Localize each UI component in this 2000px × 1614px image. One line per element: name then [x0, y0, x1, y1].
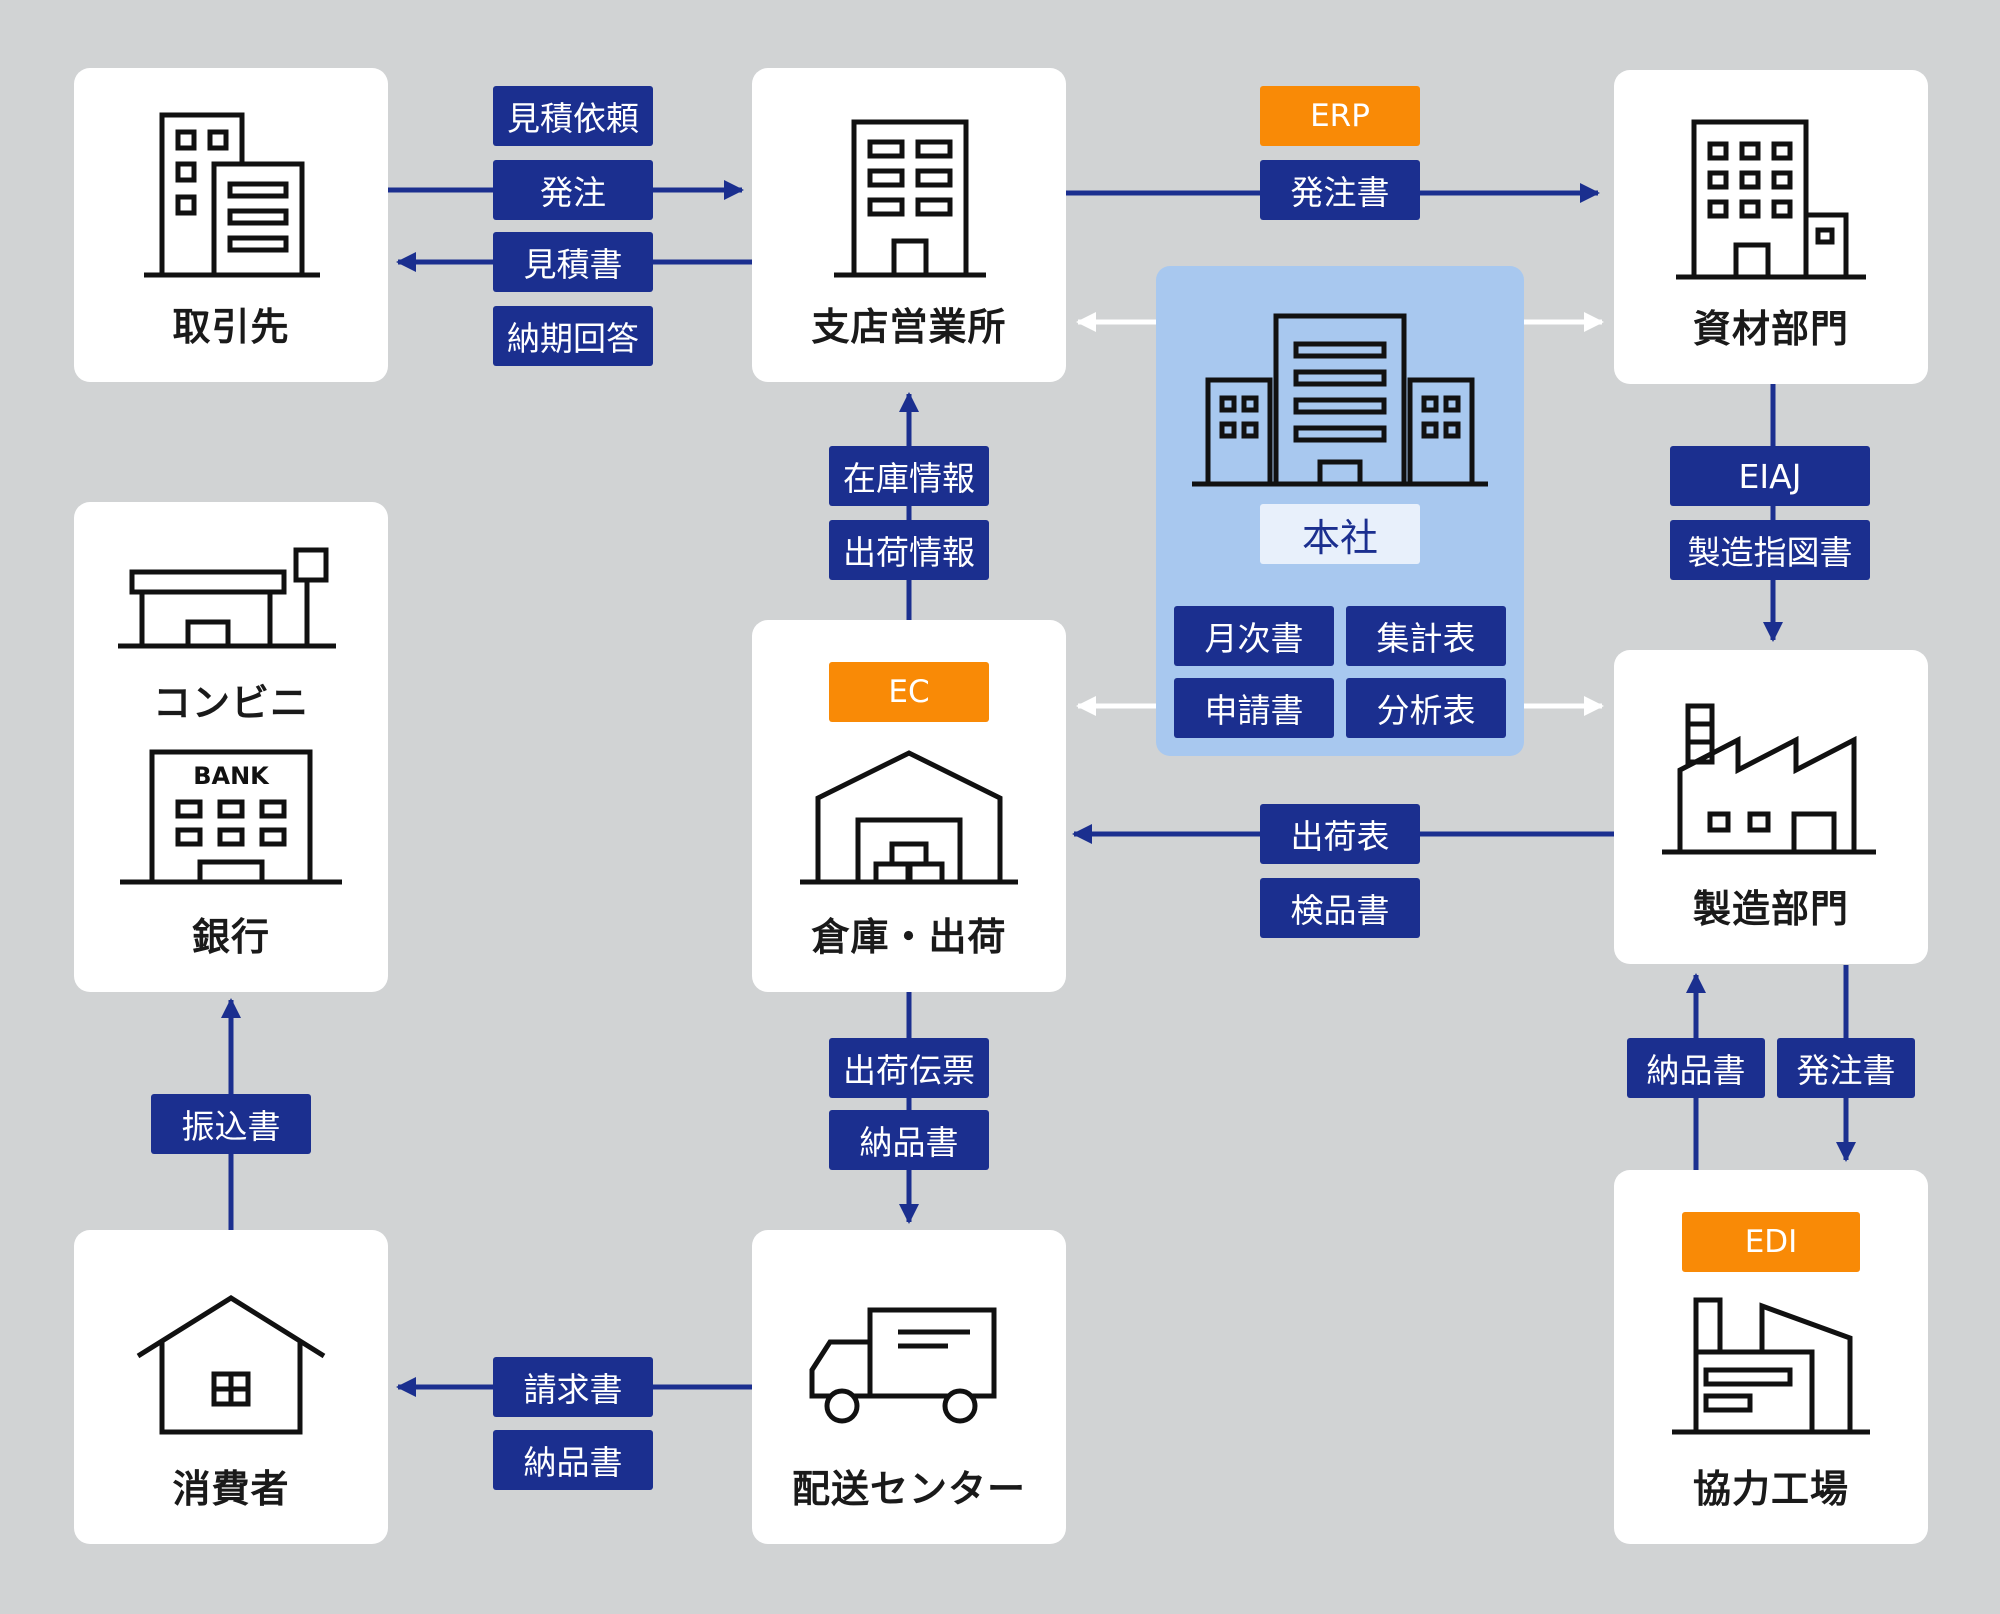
hq-doc-tag: 集計表 [1346, 606, 1506, 666]
flow-tag: 出荷情報 [829, 520, 989, 580]
delivery-truck-icon [809, 1307, 997, 1424]
system-tag-erp: ERP [1260, 86, 1420, 146]
node-label: 協力工場 [1692, 1467, 1849, 1511]
warehouse-icon [800, 750, 1018, 885]
house-icon [136, 1295, 326, 1435]
node-customer: 取引先 [74, 68, 388, 382]
office-building-icon [834, 119, 986, 278]
node-label: 支店営業所 [811, 305, 1007, 349]
node-label: 資材部門 [1692, 307, 1849, 351]
flow-tag: 発注書 [1260, 160, 1420, 220]
node-label: 配送センター [791, 1467, 1026, 1511]
node-label: 消費者 [172, 1467, 290, 1511]
factory-icon [1662, 703, 1876, 855]
flow-tag: 製造指図書 [1670, 520, 1870, 580]
flow-tag: 出荷表 [1260, 804, 1420, 864]
node-label: 製造部門 [1692, 887, 1849, 931]
flow-tag: 検品書 [1260, 878, 1420, 938]
bank-sign: BANK [193, 762, 269, 790]
flow-tag: 納品書 [1627, 1038, 1765, 1098]
hq-doc-tag: 分析表 [1346, 678, 1506, 738]
node-label: 倉庫・出荷 [811, 915, 1007, 959]
system-tag-ec: EC [829, 662, 989, 722]
node-convenience-bank: コンビニ BANK 銀行 [74, 502, 388, 992]
flow-tag: 見積書 [493, 232, 653, 292]
office-buildings-icon [144, 112, 320, 278]
hq-doc-tag: 申請書 [1174, 678, 1334, 738]
flow-tag: 請求書 [493, 1357, 653, 1417]
flow-tag: EIAJ [1670, 446, 1870, 506]
bank-building-icon [120, 749, 342, 885]
node-branch: 支店営業所 [752, 68, 1066, 382]
node-materials: 資材部門 [1614, 70, 1928, 384]
office-building-icon [1676, 119, 1866, 280]
hq-name: 本社 [1260, 504, 1420, 564]
flow-tag: 納期回答 [493, 306, 653, 366]
node-manufacturing: 製造部門 [1614, 650, 1928, 964]
flow-tag: 見積依頼 [493, 86, 653, 146]
flow-tag: 在庫情報 [829, 446, 989, 506]
node-label: 取引先 [172, 305, 290, 349]
flow-tag: 納品書 [829, 1110, 989, 1170]
node-label: 銀行 [191, 915, 270, 959]
factory-building-icon [1672, 1297, 1870, 1435]
system-tag-edi: EDI [1682, 1212, 1860, 1272]
node-consumer: 消費者 [74, 1230, 388, 1544]
flow-tag: 発注書 [1777, 1038, 1915, 1098]
convenience-store-icon [118, 547, 336, 649]
flow-tag: 納品書 [493, 1430, 653, 1490]
flow-tag: 発注 [493, 160, 653, 220]
node-label: コンビニ [152, 681, 309, 725]
node-delivery: 配送センター [752, 1230, 1066, 1544]
hq-doc-tag: 月次書 [1174, 606, 1334, 666]
headquarters-buildings-icon [1192, 313, 1488, 487]
flow-tag: 振込書 [151, 1094, 311, 1154]
flow-tag: 出荷伝票 [829, 1038, 989, 1098]
